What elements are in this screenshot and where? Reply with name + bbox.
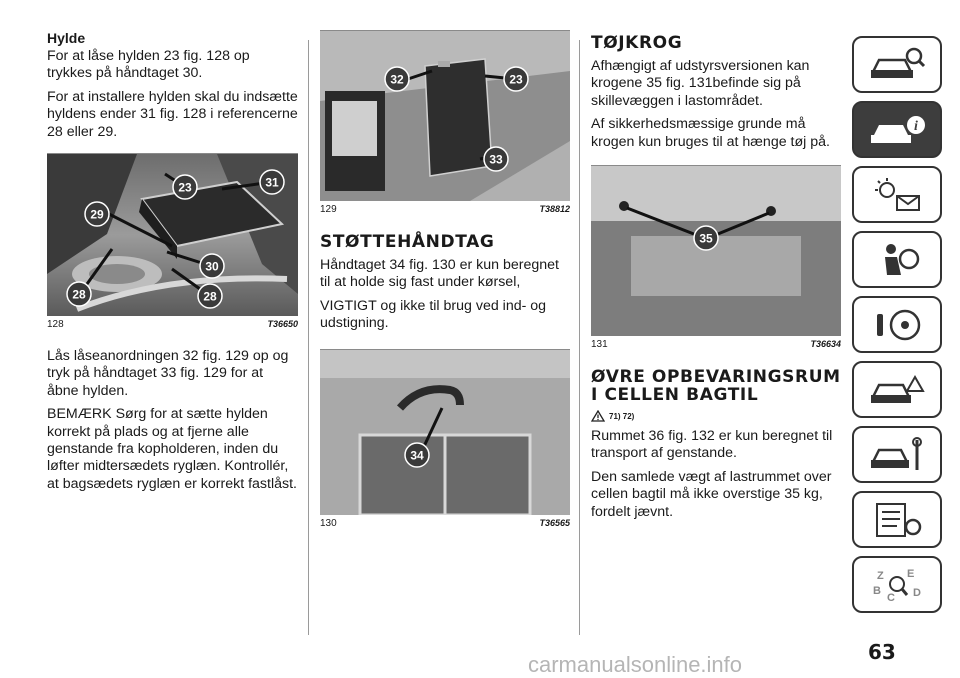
figure-code: T36634 (810, 339, 841, 350)
paragraph: Afhængigt af udstyrsversionen kan krogen… (591, 58, 810, 109)
figure-caption: 131 T36634 (591, 336, 841, 350)
figure-code: T36565 (539, 517, 570, 528)
watermark: carmanualsonline.info (528, 652, 743, 677)
car-search-icon[interactable] (852, 36, 942, 93)
figure-129-image: 32 23 33 (320, 31, 570, 201)
paragraph: Den samlede vægt af lastrummet over cell… (591, 468, 832, 520)
figure-number: 130 (320, 517, 337, 529)
paragraph: BEMÆRK Sørg for at sætte hylden korrekt … (47, 406, 297, 492)
callout-marker: 28 (197, 283, 223, 309)
svg-text:23: 23 (509, 73, 523, 87)
warning-refs: 71) 72) (609, 411, 635, 421)
svg-text:33: 33 (489, 153, 503, 167)
settings-list-icon[interactable] (852, 491, 942, 548)
figure-130-image: 34 (320, 349, 570, 515)
figure-rule (320, 348, 570, 350)
figure-number: 131 (591, 339, 608, 351)
figure-129: 32 23 33 129 T38812 (320, 30, 570, 215)
svg-text:29: 29 (90, 208, 104, 222)
figure-number: 128 (47, 319, 64, 331)
svg-text:i: i (914, 119, 918, 134)
figure-131: 35 131 T36634 (591, 165, 841, 350)
figure-128: 23 31 29 30 28 28 128 T36650 (47, 153, 298, 330)
svg-text:30: 30 (205, 260, 219, 274)
warning-triangle-icon (591, 410, 605, 422)
callout-marker: 29 (84, 201, 110, 227)
section-heading-tojkrog: TØJKROG (591, 33, 683, 53)
callout-marker: 28 (66, 281, 92, 307)
svg-text:D: D (913, 587, 921, 599)
paragraph: Rummet 36 fig. 132 er kun beregnet til t… (591, 428, 833, 462)
callout-marker: 31 (259, 169, 285, 195)
figure-number: 129 (320, 204, 337, 215)
column-divider (308, 40, 309, 635)
callout-marker: 23 (503, 66, 529, 92)
steering-key-icon[interactable] (852, 296, 942, 353)
figure-rule (591, 165, 841, 167)
paragraph: Af sikkerhedsmæssige grunde må krogen ku… (591, 116, 830, 150)
section-heading-stottehandtag: STØTTEHÅNDTAG (320, 232, 495, 252)
svg-text:B: B (873, 585, 881, 597)
figure-rule (320, 30, 570, 31)
svg-text:28: 28 (203, 290, 217, 304)
car-info-icon[interactable]: i (852, 101, 942, 158)
warning-lights-icon[interactable] (852, 166, 942, 223)
section-heading-ovre-opbevaringsrum: ØVRE OPBEVARINGSRUM I CELLEN BAGTIL (591, 367, 841, 406)
car-service-icon[interactable] (852, 426, 942, 483)
svg-text:Z: Z (877, 570, 884, 582)
svg-text:C: C (887, 592, 895, 604)
paragraph: VIGTIGT og ikke til brug ved ind- og uds… (320, 297, 547, 332)
paragraph: For at installere hylden skal du indsætt… (47, 88, 298, 140)
callout-marker: 35 (693, 225, 719, 251)
callout-marker: 33 (483, 146, 509, 172)
column-2: 32 23 33 129 T38812 STØTTEHÅNDTAG Håndta… (320, 22, 570, 547)
svg-text:35: 35 (699, 232, 713, 246)
figure-code: T38812 (539, 204, 570, 214)
column-divider (579, 40, 580, 635)
svg-text:32: 32 (390, 73, 404, 87)
paragraph: For at låse hylden 23 fig. 128 op trykke… (47, 48, 250, 82)
figure-130: 34 130 T36565 (320, 348, 570, 529)
svg-text:23: 23 (178, 181, 192, 195)
column-3: TØJKROG Afhængigt af udstyrsversionen ka… (591, 22, 841, 527)
page-number: 63 (868, 640, 896, 664)
paragraph: Håndtaget 34 fig. 130 er kun beregnet ti… (320, 257, 559, 291)
callout-marker: 34 (404, 441, 430, 468)
svg-text:31: 31 (265, 176, 279, 190)
svg-text:28: 28 (72, 288, 86, 302)
section-heading-hylde: Hylde (47, 30, 86, 46)
figure-131-image: 35 (591, 166, 841, 337)
paragraph: Lås låseanordningen 32 fig. 129 op og tr… (47, 348, 289, 399)
figure-caption: 128 T36650 (47, 316, 298, 330)
column-1: Hylde For at låse hylden 23 fig. 128 op … (47, 22, 298, 499)
warning-reference: 71) 72) (591, 410, 841, 422)
car-breakdown-icon[interactable] (852, 361, 942, 418)
figure-caption: 130 T36565 (320, 515, 570, 529)
figure-rule (47, 153, 298, 155)
callout-marker: 23 (172, 174, 198, 200)
callout-marker: 32 (384, 66, 410, 92)
svg-text:34: 34 (410, 448, 424, 462)
figure-128-image: 23 31 29 30 28 28 (47, 154, 298, 317)
figure-code: T36650 (267, 319, 298, 330)
figure-caption: 129 T38812 (320, 201, 570, 215)
svg-text:E: E (907, 568, 914, 580)
callout-marker: 30 (199, 253, 225, 279)
airbag-icon[interactable] (852, 231, 942, 288)
